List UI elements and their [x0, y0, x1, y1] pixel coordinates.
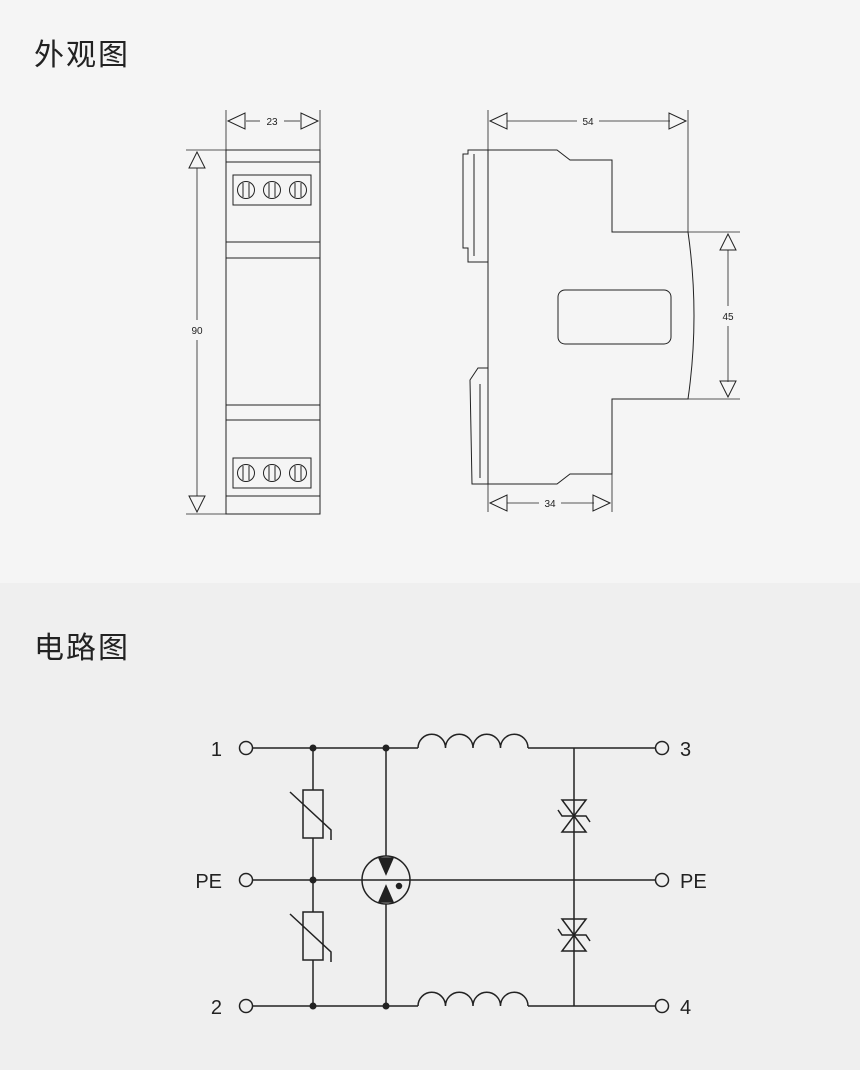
front-width-dimension	[225, 110, 321, 150]
side-height-label: 45	[722, 312, 734, 323]
label-terminal-1: 1	[211, 739, 222, 761]
side-view	[462, 149, 695, 485]
appearance-drawing: 23 90 54 45 34	[186, 110, 740, 515]
tvs-diode-lower	[557, 918, 591, 952]
varistor-lower	[289, 880, 332, 1006]
terminal-out-neutral	[654, 998, 670, 1014]
circuit-section: 电路图	[0, 583, 860, 1070]
label-terminal-4: 4	[680, 997, 691, 1019]
terminal-in-line	[238, 740, 254, 756]
line-wire-top	[253, 733, 655, 749]
front-width-label: 23	[266, 117, 278, 128]
label-terminal-3: 3	[680, 739, 691, 761]
line-wire-bottom	[253, 991, 655, 1007]
gas-discharge-tube	[361, 748, 411, 1006]
side-base-label: 34	[544, 499, 556, 510]
side-width-dimension	[487, 110, 689, 232]
label-terminal-pe-out: PE	[680, 871, 707, 893]
varistor-upper	[289, 748, 332, 880]
label-terminal-2: 2	[211, 997, 222, 1019]
side-width-label: 54	[582, 117, 594, 128]
appearance-title: 外观图	[34, 38, 130, 73]
front-height-dimension	[186, 149, 226, 515]
terminal-in-neutral	[238, 998, 254, 1014]
label-terminal-pe-in: PE	[195, 871, 222, 893]
front-height-label: 90	[191, 326, 203, 337]
terminal-in-pe	[238, 872, 254, 888]
side-height-dimension	[688, 231, 740, 400]
appearance-section: 外观图	[34, 38, 740, 515]
terminal-out-pe	[654, 872, 670, 888]
junction-dots	[309, 744, 390, 1010]
circuit-title: 电路图	[34, 631, 130, 666]
front-view	[225, 149, 321, 515]
side-base-dimension	[487, 474, 613, 512]
top-terminal-block	[232, 174, 312, 206]
bottom-terminal-block	[232, 457, 312, 489]
tvs-diode-upper	[557, 799, 591, 833]
terminal-out-line	[654, 740, 670, 756]
circuit-diagram: 1 PE 2 3 PE 4	[195, 733, 707, 1019]
